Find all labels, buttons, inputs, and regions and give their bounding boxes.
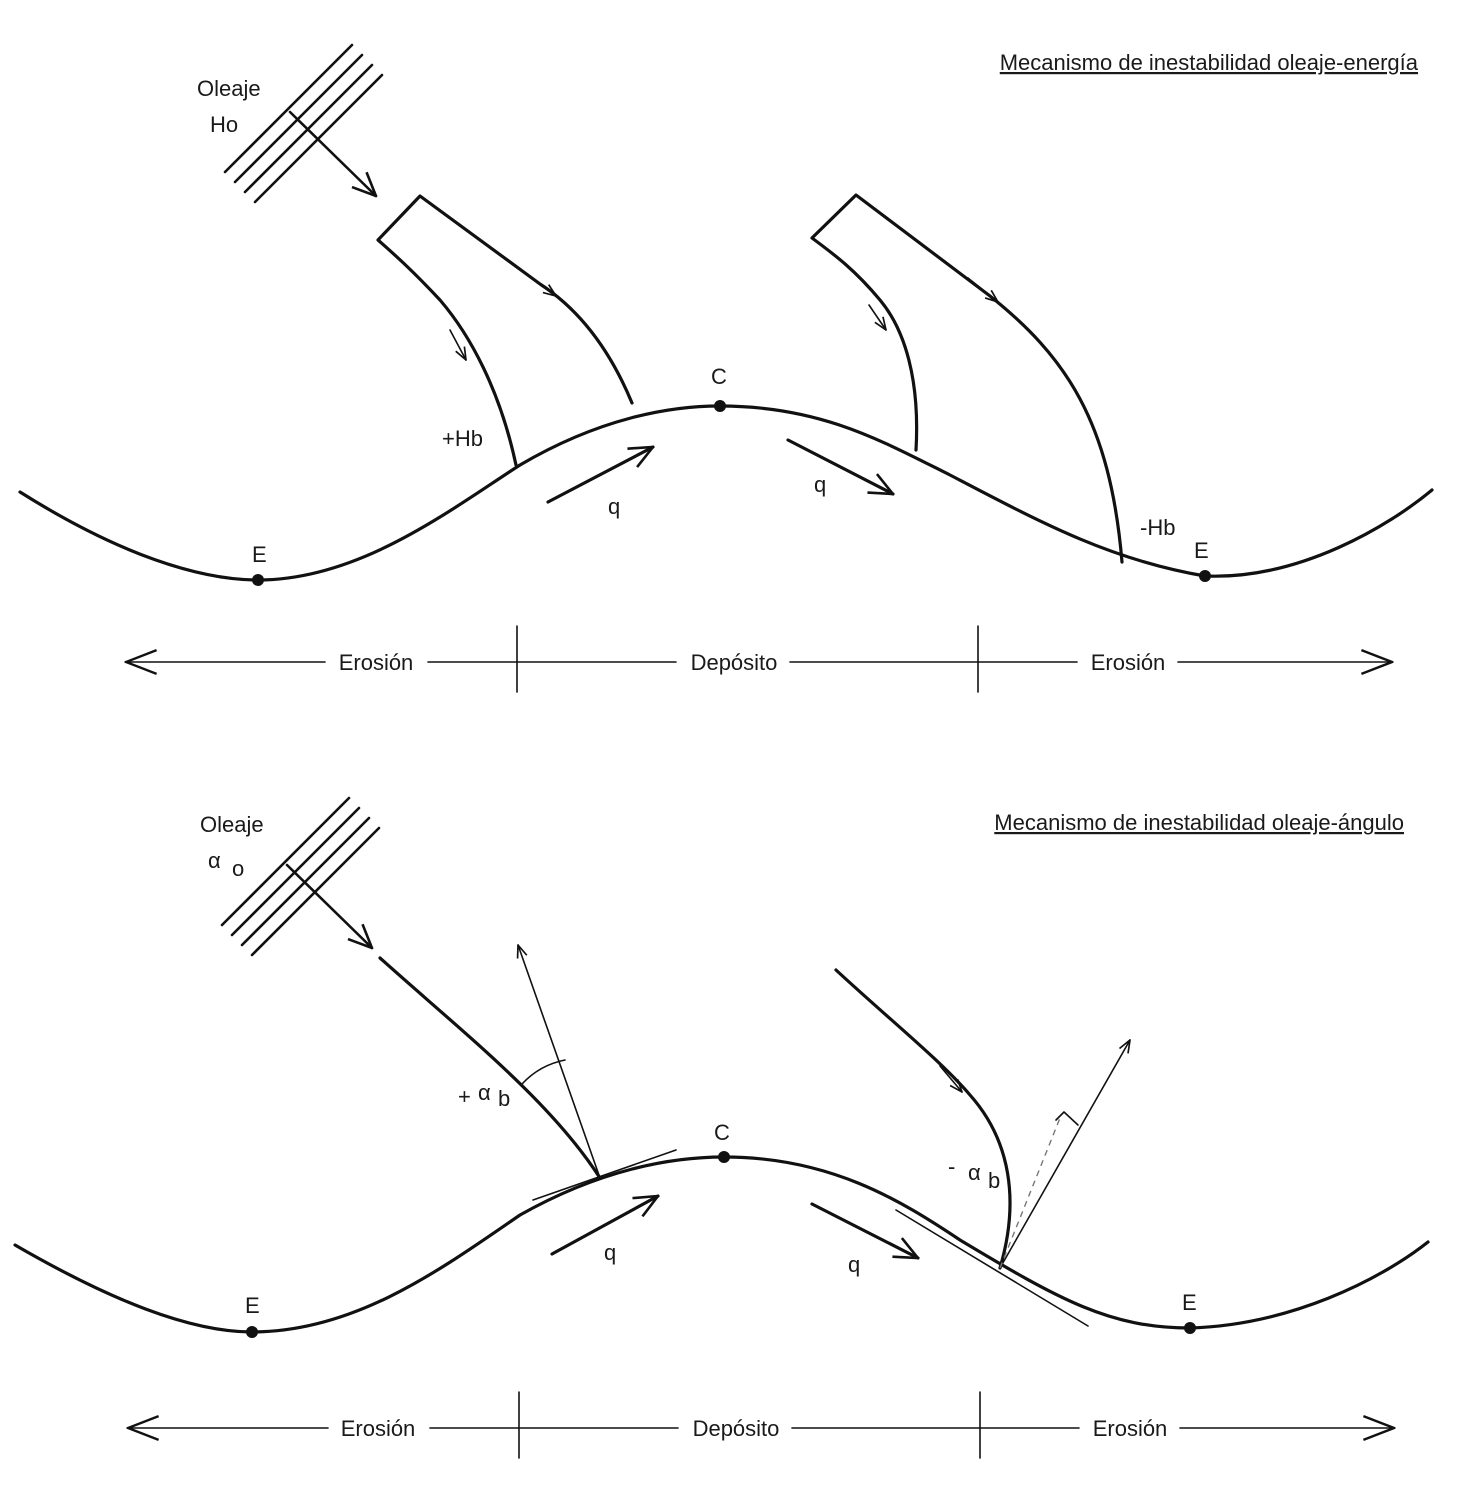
zone-right-label: Erosión: [1093, 1416, 1168, 1441]
transport-right-label: q: [848, 1252, 860, 1277]
top-panel: Mecanismo de inestabilidad oleaje-energí…: [18, 43, 1434, 693]
wave-angle-sub: o: [232, 856, 244, 881]
transport-arrow-left-icon: [550, 1194, 658, 1256]
left-angle-symbol: α: [478, 1080, 491, 1105]
zone-axis: [128, 1391, 1394, 1459]
shore-normal-right: [999, 1040, 1130, 1269]
trough-left-point: [246, 1326, 258, 1338]
ray-arrow-icon: [522, 271, 556, 296]
bottom-panel: Mecanismo de inestabilidad oleaje-ángulo…: [13, 796, 1430, 1459]
trough-right-label: E: [1182, 1290, 1197, 1315]
coastline: [13, 1155, 1430, 1334]
zone-middle-label: Depósito: [693, 1416, 780, 1441]
ray-arrow-icon: [449, 329, 466, 360]
right-angle-symbol: α: [968, 1160, 981, 1185]
crest-label: C: [711, 364, 727, 389]
transport-right-label: q: [814, 472, 826, 497]
right-angle-sub: b: [988, 1168, 1000, 1193]
left-wave-label: +Hb: [442, 426, 483, 451]
wave-label: Oleaje: [200, 812, 264, 837]
wave-ray-left: [378, 956, 602, 1180]
wave-ray-right: [810, 193, 1124, 564]
ray-arrow-icon: [939, 1065, 962, 1092]
ray-arrow-icon: [967, 277, 998, 302]
crest-point: [714, 400, 726, 412]
top-panel-title: Mecanismo de inestabilidad oleaje-energí…: [1000, 50, 1419, 75]
angle-arc-right-icon: [1055, 1111, 1079, 1126]
wave-angle-symbol: α: [208, 848, 221, 873]
zone-axis: [126, 625, 1392, 693]
shore-tangent-left: [532, 1149, 677, 1201]
transport-arrow-right-icon: [810, 1202, 918, 1260]
right-angle-sign: -: [948, 1154, 955, 1179]
angle-arc-left-icon: [521, 1059, 566, 1085]
reference-dashed-line: [999, 1117, 1061, 1269]
crest-label: C: [714, 1120, 730, 1145]
right-wave-label: -Hb: [1140, 515, 1175, 540]
trough-right-point: [1199, 570, 1211, 582]
wave-direction-arrow: [288, 110, 376, 196]
trough-left-point: [252, 574, 264, 586]
bottom-panel-title: Mecanismo de inestabilidad oleaje-ángulo: [994, 810, 1404, 835]
transport-left-label: q: [604, 1240, 616, 1265]
wave-label: Oleaje: [197, 76, 261, 101]
shore-tangent-right: [895, 1209, 1089, 1327]
left-angle-sub: b: [498, 1086, 510, 1111]
trough-right-point: [1184, 1322, 1196, 1334]
trough-left-label: E: [245, 1293, 260, 1318]
trough-left-label: E: [252, 542, 267, 567]
ray-arrow-icon: [868, 304, 886, 330]
transport-arrow-left-icon: [546, 445, 653, 504]
zone-left-label: Erosión: [339, 650, 414, 675]
transport-left-label: q: [608, 494, 620, 519]
wave-direction-arrow: [285, 863, 372, 948]
trough-right-label: E: [1194, 538, 1209, 563]
wave-ray-left: [376, 194, 634, 467]
left-angle-sign: +: [458, 1084, 471, 1109]
wave-ray-right: [834, 968, 1012, 1270]
zone-right-label: Erosión: [1091, 650, 1166, 675]
transport-arrow-right-icon: [786, 438, 893, 496]
coastline: [18, 404, 1434, 582]
crest-point: [718, 1151, 730, 1163]
zone-left-label: Erosión: [341, 1416, 416, 1441]
zone-middle-label: Depósito: [691, 650, 778, 675]
wave-height-label: Ho: [210, 112, 238, 137]
